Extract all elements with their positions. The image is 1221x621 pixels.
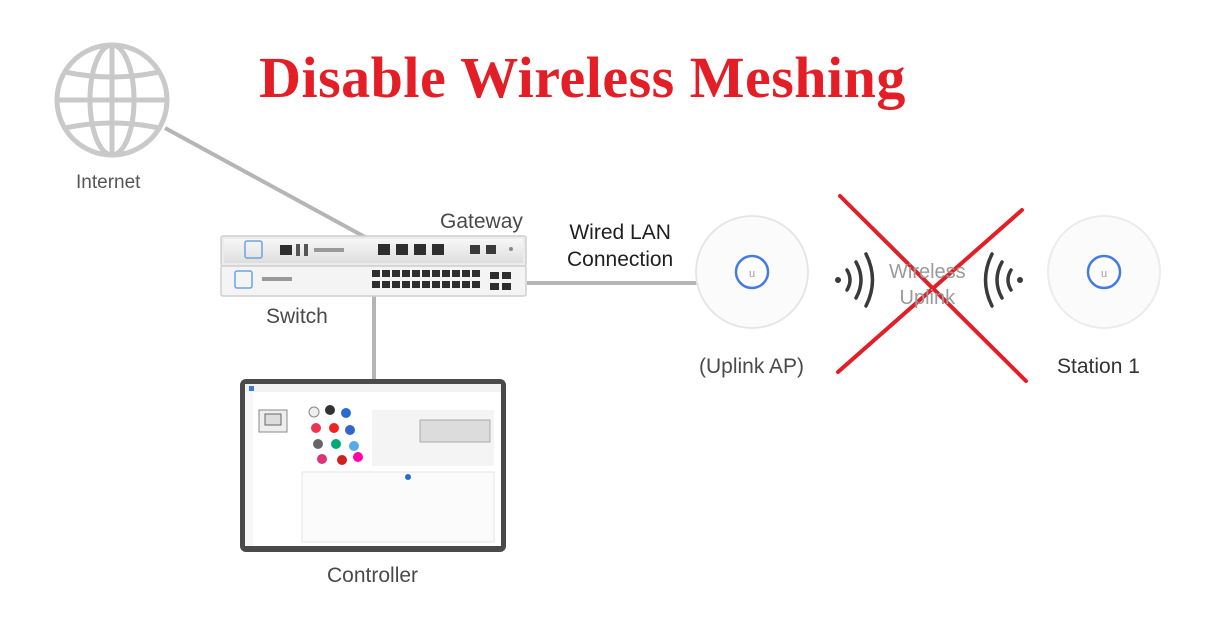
- wireless-uplink-label-line2: Uplink: [899, 287, 956, 309]
- gateway-device-icon: [220, 235, 527, 267]
- diagram-title: Disable Wireless Meshing: [259, 45, 906, 110]
- svg-text:u: u: [1101, 268, 1107, 280]
- internet-gateway-cable: [164, 126, 377, 245]
- wireless-uplink-label-line1: Wireless: [889, 261, 966, 283]
- disabled-cross-icon: [836, 194, 1028, 383]
- wireless-uplink-label: Wireless Uplink: [889, 259, 966, 311]
- uplink-ap-label: (Uplink AP): [699, 355, 805, 378]
- laptop-controller-icon: [240, 379, 506, 552]
- globe-icon: [54, 42, 170, 158]
- app-tiles: [308, 405, 363, 465]
- controller-label: Controller: [327, 564, 419, 587]
- svg-text:u: u: [749, 268, 755, 280]
- station-label: Station 1: [1057, 355, 1140, 378]
- wired-lan-label: Wired LAN Connection: [567, 219, 673, 273]
- uplink-access-point-icon: u: [695, 215, 809, 329]
- gateway-label: Gateway: [440, 210, 523, 233]
- wireless-signal-icon: [835, 252, 875, 308]
- internet-label: Internet: [76, 172, 141, 193]
- cables: [164, 126, 700, 380]
- wired-lan-label-line2: Connection: [567, 248, 674, 271]
- wireless-signal-icon-right: [983, 252, 1023, 308]
- station-access-point-icon: u: [1047, 215, 1161, 329]
- switch-label: Switch: [266, 305, 328, 328]
- wired-lan-label-line1: Wired LAN: [569, 221, 671, 244]
- switch-device-icon: [220, 265, 527, 297]
